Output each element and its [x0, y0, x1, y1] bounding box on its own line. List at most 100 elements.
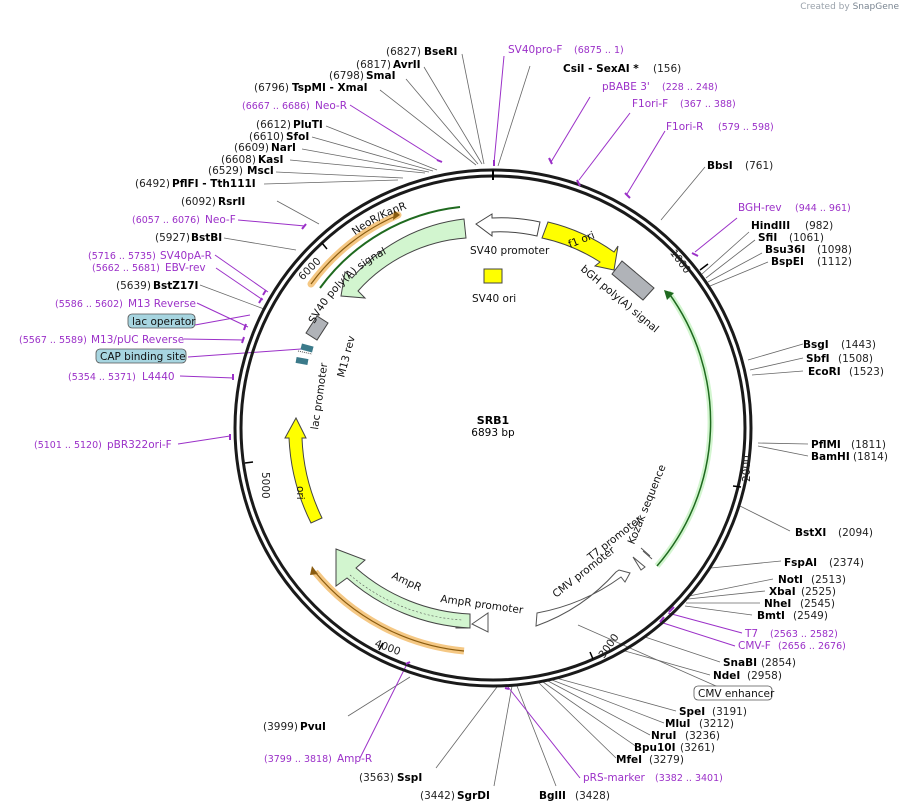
primer-marks [229, 157, 699, 690]
feature-shapes [284, 206, 714, 655]
svg-text:CsiI - SexAI *: CsiI - SexAI * [563, 63, 639, 75]
svg-text:CMV-F: CMV-F [738, 640, 771, 652]
svg-text:BstBI: BstBI [191, 232, 222, 244]
svg-text:SspI: SspI [397, 772, 422, 784]
sv40-promoter-arrow [475, 213, 541, 237]
svg-text:(6057 .. 6076): (6057 .. 6076) [132, 215, 200, 226]
svg-text:Neo-F: Neo-F [205, 214, 236, 226]
label-ori: ori [294, 486, 306, 500]
svg-text:(1098): (1098) [817, 244, 852, 256]
ori-arrow [284, 416, 323, 524]
svg-text:(3999): (3999) [263, 721, 298, 733]
ampr-arrow [335, 548, 471, 629]
svg-text:Bpu10I: Bpu10I [634, 742, 676, 754]
enzyme-labels-left: (6827)BseRI (6817)AvrII (6798)SmaI (6796… [116, 46, 490, 802]
svg-text:BamHI: BamHI [811, 451, 850, 463]
t7-arrow [632, 556, 646, 571]
svg-text:(2513): (2513) [811, 574, 846, 586]
svg-text:(3236): (3236) [685, 730, 720, 742]
svg-text:FspAI: FspAI [784, 557, 817, 569]
svg-text:pBABE 3': pBABE 3' [602, 81, 650, 93]
svg-text:T7: T7 [744, 628, 758, 640]
svg-text:XbaI: XbaI [769, 586, 796, 598]
label-kozak: Kozak sequence [626, 463, 669, 546]
label-lacoperator: lac operator [132, 316, 196, 328]
svg-text:(3279): (3279) [649, 754, 684, 766]
svg-text:(2549): (2549) [793, 610, 828, 622]
svg-text:(1061): (1061) [789, 232, 824, 244]
svg-text:(2094): (2094) [838, 527, 873, 539]
f1ori-arrow [541, 221, 619, 271]
svg-text:MscI: MscI [247, 165, 274, 177]
svg-text:(6817): (6817) [356, 59, 391, 71]
svg-text:NotI: NotI [778, 574, 803, 586]
svg-text:Neo-R: Neo-R [315, 100, 347, 112]
svg-text:(3442): (3442) [420, 790, 455, 802]
svg-text:BGH-rev: BGH-rev [738, 202, 782, 214]
svg-text:BglII: BglII [539, 790, 566, 802]
cap-block [300, 343, 314, 353]
svg-text:(6492): (6492) [135, 178, 170, 190]
svg-text:(3212): (3212) [699, 718, 734, 730]
svg-text:(1811): (1811) [851, 439, 886, 451]
svg-text:(6875 .. 1): (6875 .. 1) [574, 45, 624, 56]
tick-4000: 4000 [373, 638, 402, 658]
svg-text:(3799 .. 3818): (3799 .. 3818) [264, 754, 332, 765]
svg-text:(944 .. 961): (944 .. 961) [795, 203, 851, 214]
label-cmvpromoter: CMV promoter [550, 544, 618, 600]
svg-text:BmtI: BmtI [757, 610, 785, 622]
svg-text:NheI: NheI [764, 598, 791, 610]
svg-text:BbsI: BbsI [707, 160, 733, 172]
svg-text:NdeI: NdeI [713, 670, 740, 682]
snapgene-credit: Created by SnapGene [800, 2, 899, 12]
svg-text:(579 .. 598): (579 .. 598) [718, 122, 774, 133]
sv40pa-gray-block [305, 315, 329, 341]
svg-text:(6608): (6608) [221, 154, 256, 166]
svg-text:TspMI - XmaI: TspMI - XmaI [292, 82, 368, 94]
svg-text:(6796): (6796) [254, 82, 289, 94]
svg-text:(2525): (2525) [801, 586, 836, 598]
svg-text:(1508): (1508) [838, 353, 873, 365]
svg-text:(6610): (6610) [249, 131, 284, 143]
svg-text:BspEI: BspEI [771, 256, 804, 268]
label-lacpromoter: lac promoter [309, 362, 330, 431]
tick-marks [244, 242, 742, 660]
svg-text:pRS-marker: pRS-marker [583, 772, 646, 784]
svg-text:BsgI: BsgI [803, 339, 829, 351]
svg-text:(761): (761) [745, 160, 773, 172]
label-sv40ori: SV40 ori [472, 293, 516, 305]
svg-text:KasI: KasI [258, 154, 283, 166]
label-m13rev: M13 rev [335, 335, 358, 379]
sv40-ori-box [483, 268, 503, 284]
label-cmvenhancer: CMV enhancer [698, 688, 775, 700]
svg-text:SV40pro-F: SV40pro-F [508, 44, 562, 56]
svg-text:MluI: MluI [665, 718, 690, 730]
lacop-block [295, 357, 309, 365]
label-neor: NeoR/KanR [350, 200, 408, 238]
orf-right-line [656, 291, 712, 567]
plasmid-name: SRB1 [477, 414, 509, 427]
svg-text:(1112): (1112) [817, 256, 852, 268]
svg-text:(2854): (2854) [761, 657, 796, 669]
svg-text:SgrDI: SgrDI [457, 790, 490, 802]
svg-text:(3563): (3563) [359, 772, 394, 784]
neor-arrow [340, 218, 467, 299]
ampr-highlight-line [314, 571, 465, 652]
tick-2000: 2000 [741, 455, 753, 482]
orf-right-highlight [654, 290, 714, 568]
cmv-promoter-arrow [535, 569, 631, 627]
svg-text:NruI: NruI [651, 730, 676, 742]
svg-text:(6092): (6092) [181, 196, 216, 208]
svg-text:(3191): (3191) [712, 706, 747, 718]
svg-text:MfeI: MfeI [616, 754, 642, 766]
svg-text:(2656 .. 2676): (2656 .. 2676) [778, 641, 846, 652]
svg-text:(2563 .. 2582): (2563 .. 2582) [770, 629, 838, 640]
svg-text:Amp-R: Amp-R [337, 753, 372, 765]
svg-text:EcoRI: EcoRI [808, 366, 841, 378]
svg-text:RsrII: RsrII [218, 196, 245, 208]
svg-text:pBR322ori-F: pBR322ori-F [107, 439, 172, 451]
svg-text:AvrII: AvrII [393, 59, 421, 71]
svg-text:SfiI: SfiI [758, 232, 777, 244]
credit-brand: SnapGene [852, 2, 899, 12]
